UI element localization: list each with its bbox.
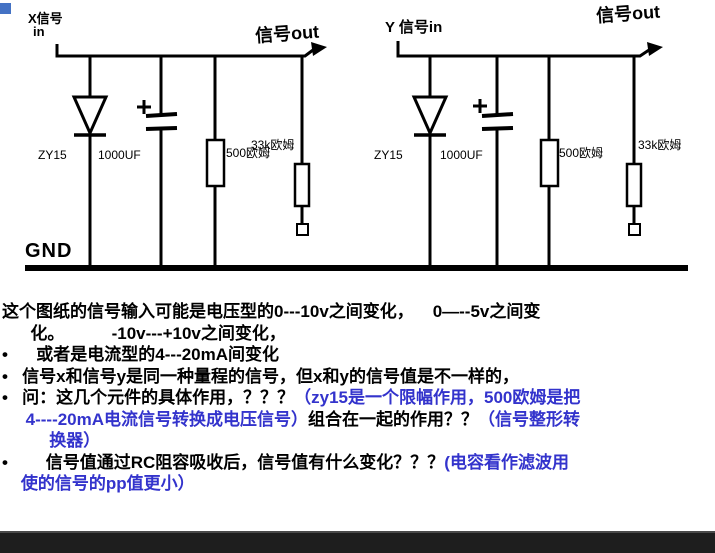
note-text: 这个图纸的信号输入可能是电压型的0---10v之间变化， 0—--5v之间变 [2, 302, 541, 321]
note-line: • 问：这几个元件的具体作用，？？？（zy15是一个限幅作用，500欧姆是把 [2, 387, 710, 409]
note-line: 使的信号的pp值更小） [2, 473, 710, 495]
signal-out-arrow-icon [647, 42, 663, 56]
circuit-right-graphics [396, 41, 663, 268]
right-zener-label: ZY15 [374, 148, 403, 162]
right-capacitor-label: 1000UF [440, 148, 483, 162]
terminal-icon [296, 223, 309, 236]
note-highlight-text: (电容看作滤波用 [444, 452, 569, 472]
zener-diode-icon [411, 95, 449, 137]
resistor-500-icon [205, 138, 226, 188]
ground-label: GND [25, 240, 73, 262]
plus-polarity-icon [473, 99, 487, 113]
right-resistor1-label: 500欧姆 [559, 146, 604, 160]
note-highlight-text: 4----20mA电流信号转换成电压信号） [2, 409, 309, 429]
signal-out-arrow-icon [311, 42, 327, 56]
note-text: • 信号x和信号y是同一种量程的信号，但x和y的信号值是不一样的， [2, 366, 519, 386]
left-capacitor-label: 1000UF [98, 148, 141, 162]
right-output-label: 信号out [595, 1, 661, 27]
note-line: 这个图纸的信号输入可能是电压型的0---10v之间变化， 0—--5v之间变 [2, 301, 710, 323]
capacitor-plate-top [481, 112, 514, 118]
capacitor-plate-bottom [481, 126, 514, 131]
note-line: 4----20mA电流信号转换成电压信号）组合在一起的作用？？（信号整形转 [2, 409, 710, 431]
capacitor-plate-bottom [145, 126, 178, 131]
note-text: 化。 -10v---+10v之间变化， [2, 323, 286, 343]
left-resistor1-label: 500欧姆 [226, 146, 271, 160]
note-text: • 或者是电流型的4---20mA间变化 [2, 345, 280, 364]
resistor-33k-icon [625, 162, 643, 208]
note-highlight-text: 使的信号的pp值更小） [2, 474, 195, 493]
note-highlight-text: 换器） [2, 431, 101, 450]
notes-block: 这个图纸的信号输入可能是电压型的0---10v之间变化， 0—--5v之间变 化… [2, 301, 710, 495]
top-wire [55, 44, 314, 58]
note-text: 组合在一起的作用？？ [308, 409, 479, 429]
note-line: • 信号值通过RC阻容吸收后，信号值有什么变化？？？(电容看作滤波用 [2, 452, 710, 474]
note-line: • 信号x和信号y是同一种量程的信号，但x和y的信号值是不一样的， [2, 366, 710, 388]
plus-polarity-icon [137, 100, 151, 114]
selection-handle [0, 3, 11, 14]
left-input-label-line1: X信号 [28, 11, 63, 26]
right-resistor2-label: 33k欧姆 [638, 138, 682, 152]
circuit-diagram-svg [25, 41, 688, 271]
right-input-label: Y 信号in [385, 19, 443, 36]
left-resistor2-label: 33k欧姆 [251, 138, 295, 152]
resistor-33k-icon [293, 162, 311, 208]
capacitor-plate-top [145, 112, 178, 118]
circuit-left-graphics [55, 42, 327, 268]
left-zener-label: ZY15 [38, 148, 67, 162]
note-highlight-text: （zy15是一个限幅作用，500欧姆是把 [294, 388, 581, 407]
note-text: • 信号值通过RC阻容吸收后，信号值有什么变化？？？ [2, 452, 445, 472]
note-line: 化。 -10v---+10v之间变化， [2, 323, 710, 345]
note-highlight-text: （信号整形转 [478, 409, 581, 429]
resistor-500-icon [539, 138, 560, 188]
note-line: • 或者是电流型的4---20mA间变化 [2, 344, 710, 366]
top-wire [396, 41, 650, 58]
note-text: • 问：这几个元件的具体作用，？？？ [2, 388, 295, 407]
terminal-icon [628, 223, 641, 236]
left-input-label-line2: in [33, 24, 45, 39]
note-line: 换器） [2, 430, 710, 452]
bottom-bar [0, 531, 715, 553]
zener-diode-icon [71, 95, 109, 137]
left-output-label: 信号out [254, 21, 320, 47]
